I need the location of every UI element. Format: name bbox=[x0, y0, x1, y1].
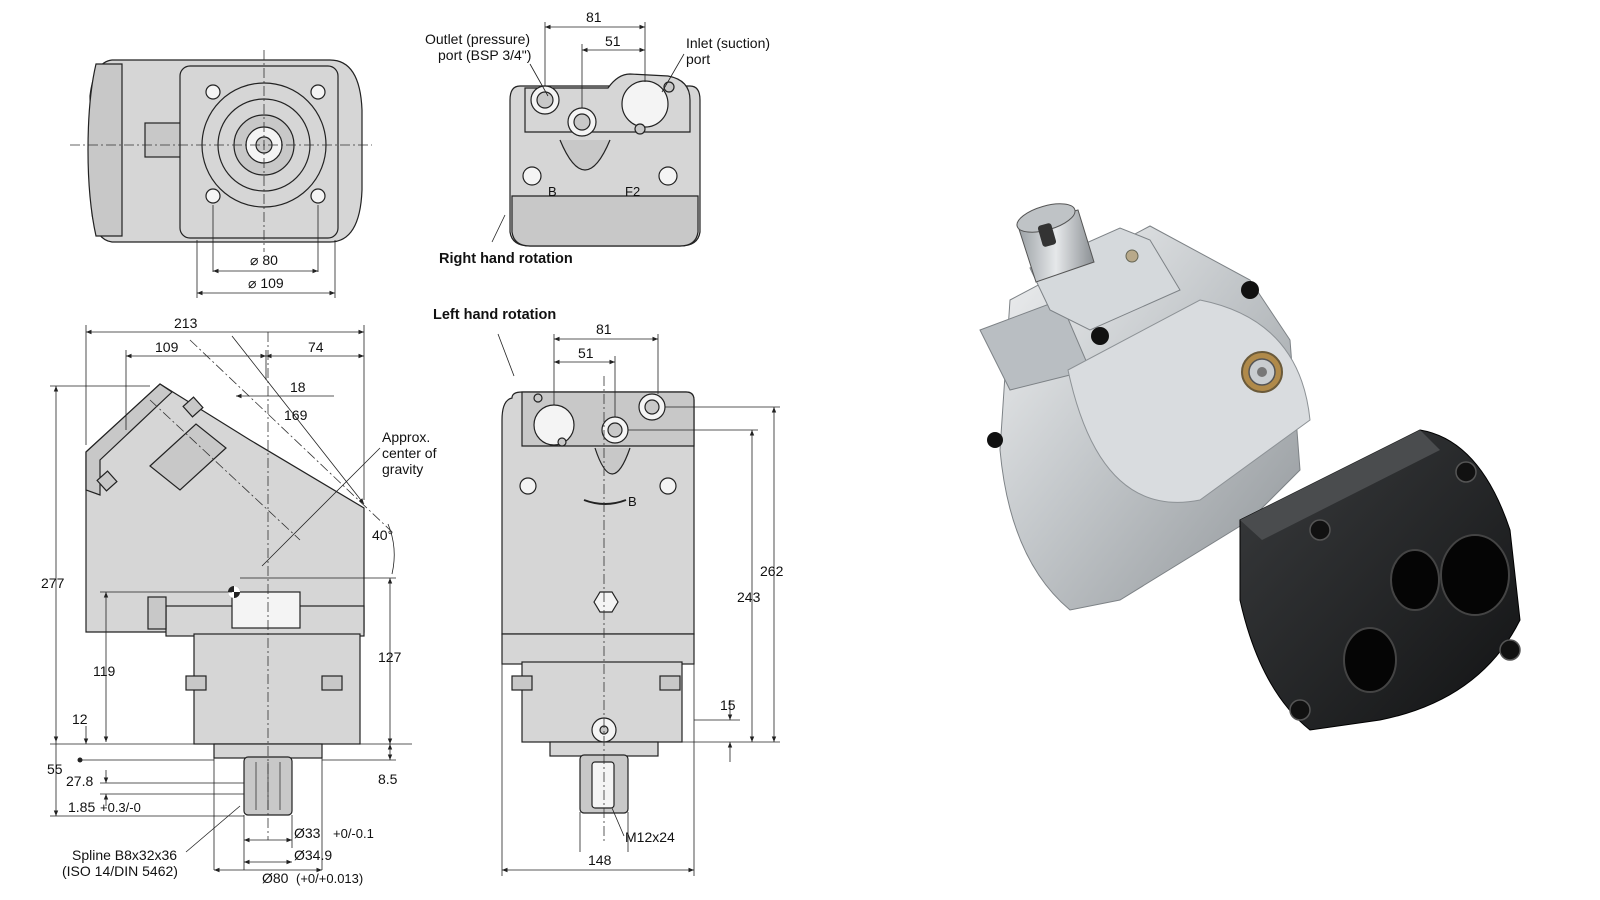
dim-15-label: 15 bbox=[720, 697, 736, 713]
mark-b-left: B bbox=[628, 494, 637, 509]
port-view-right-hand: B F2 81 51 Outlet (pressure) port (BSP 3… bbox=[425, 9, 770, 267]
dim-262-label: 262 bbox=[760, 563, 784, 579]
spline-label-line2: (ISO 14/DIN 5462) bbox=[62, 863, 178, 879]
dim-109-label: 109 bbox=[155, 339, 179, 355]
dim-d34-9-label: Ø34.9 bbox=[294, 847, 332, 863]
dim-55-label: 55 bbox=[47, 761, 63, 777]
inlet-label-line2: port bbox=[686, 51, 710, 67]
dim-1-85-tolerance: +0.3/-0 bbox=[100, 800, 141, 815]
front-view: ⌀ 80 ⌀ 109 bbox=[70, 50, 372, 298]
dim-d33-tolerance: +0/-0.1 bbox=[333, 826, 374, 841]
left-hand-rotation-label: Left hand rotation bbox=[433, 307, 556, 323]
dim-d109-label: ⌀ 109 bbox=[248, 275, 284, 291]
cog-label-line1: Approx. bbox=[382, 429, 430, 445]
cog-label-line2: center of bbox=[382, 445, 437, 461]
outlet-label-line2: port (BSP 3/4") bbox=[438, 47, 531, 63]
spline-label-line1: Spline B8x32x36 bbox=[72, 847, 177, 863]
dim-8-5-label: 8.5 bbox=[378, 771, 398, 787]
dim-81-label: 81 bbox=[586, 9, 602, 25]
dim-51-left-label: 51 bbox=[578, 345, 594, 361]
mark-f2: F2 bbox=[625, 184, 640, 199]
dim-12-label: 12 bbox=[72, 711, 88, 727]
dim-74-label: 74 bbox=[308, 339, 324, 355]
dim-169-label: 169 bbox=[284, 407, 308, 423]
side-view: 213 109 74 18 169 Approx. center of grav… bbox=[41, 315, 437, 886]
dim-213-label: 213 bbox=[174, 315, 198, 331]
dim-d80-tolerance: (+0/+0.013) bbox=[296, 871, 363, 886]
inlet-label-line1: Inlet (suction) bbox=[686, 35, 770, 51]
dim-51-label: 51 bbox=[605, 33, 621, 49]
cog-label-line3: gravity bbox=[382, 461, 423, 477]
m12-thread-label: M12x24 bbox=[625, 829, 675, 845]
dim-148-label: 148 bbox=[588, 852, 612, 868]
pump-product-illustration bbox=[979, 203, 1521, 731]
port-view-left-hand: Left hand rotation B 81 51 bbox=[433, 307, 784, 876]
dim-40deg-label: 40° bbox=[372, 527, 393, 543]
dim-d80-label: ⌀ 80 bbox=[250, 252, 278, 268]
dim-18-label: 18 bbox=[290, 379, 306, 395]
dim-243-label: 243 bbox=[737, 589, 761, 605]
dim-d80-shaft-label: Ø80 bbox=[262, 870, 289, 886]
dim-119-label: 119 bbox=[93, 663, 116, 679]
right-hand-rotation-label: Right hand rotation bbox=[439, 251, 573, 267]
outlet-label-line1: Outlet (pressure) bbox=[425, 31, 530, 47]
dim-127-label: 127 bbox=[378, 649, 402, 665]
dim-27-8-label: 27.8 bbox=[66, 773, 93, 789]
mark-b: B bbox=[548, 184, 557, 199]
dim-d33-label: Ø33 bbox=[294, 825, 321, 841]
dim-81-left-label: 81 bbox=[596, 321, 612, 337]
dim-1-85-label: 1.85 bbox=[68, 799, 95, 815]
dim-277-label: 277 bbox=[41, 575, 65, 591]
